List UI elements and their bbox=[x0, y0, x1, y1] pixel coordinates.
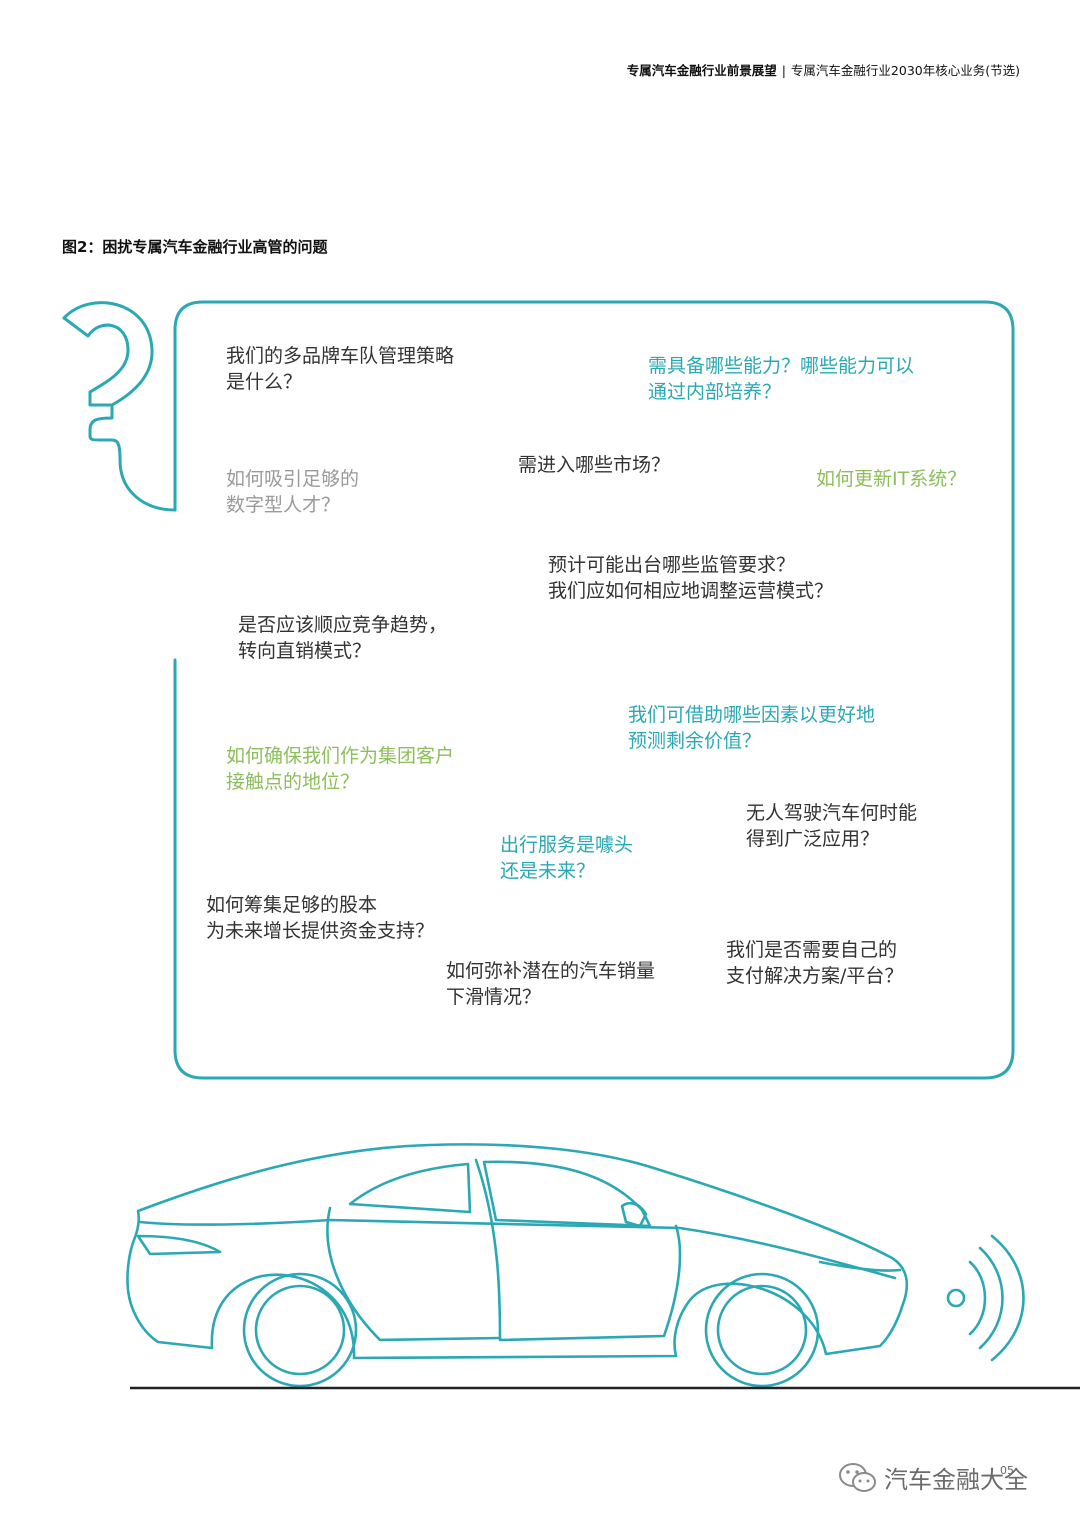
question-line: 如何筹集足够的股本 bbox=[206, 894, 378, 916]
question-line: 无人驾驶汽车何时能 bbox=[746, 802, 918, 824]
question-markets: 需进入哪些市场？ bbox=[518, 452, 670, 478]
question-mark-inner bbox=[62, 316, 130, 407]
wechat-icon bbox=[839, 1462, 876, 1492]
question-line: 如何弥补潜在的汽车销量 bbox=[446, 960, 656, 982]
car-illustration bbox=[126, 1143, 909, 1388]
question-line: 下滑情况？ bbox=[446, 986, 542, 1008]
question-capabilities: 需具备哪些能力？哪些能力可以 通过内部培养？ bbox=[648, 353, 914, 405]
question-line: 数字型人才？ bbox=[226, 494, 341, 516]
car-door-rear bbox=[326, 1206, 502, 1342]
question-multibrand-fleet: 我们的多品牌车队管理策略 是什么？ bbox=[226, 343, 454, 395]
question-line: 需进入哪些市场？ bbox=[518, 454, 671, 476]
watermark-text: 汽车金融大全 bbox=[884, 1466, 1028, 1494]
question-equity-funding: 如何筹集足够的股本 为未来增长提供资金支持？ bbox=[206, 892, 434, 944]
car-rear-wheel bbox=[242, 1272, 358, 1388]
car-taillight bbox=[136, 1234, 222, 1256]
question-mark-outline bbox=[62, 301, 177, 512]
question-residual-value: 我们可借助哪些因素以更好地 预测剩余价值？ bbox=[628, 702, 875, 754]
question-line: 需具备哪些能力？哪些能力可以 bbox=[648, 355, 915, 377]
speech-box-outline bbox=[173, 300, 1015, 1080]
question-line: 我们的多品牌车队管理策略 bbox=[226, 345, 455, 367]
watermark: 汽车金融大全 bbox=[838, 1460, 1028, 1495]
car-door-front bbox=[474, 1158, 682, 1342]
car-front-rim bbox=[716, 1284, 808, 1376]
car-mirror bbox=[620, 1201, 648, 1228]
question-payment-platform: 我们是否需要自己的 支付解决方案/平台？ bbox=[726, 937, 903, 989]
signal-waves-icon bbox=[946, 1234, 1025, 1362]
question-direct-sales: 是否应该顺应竞争趋势， 转向直销模式？ bbox=[238, 612, 447, 664]
question-line: 还是未来？ bbox=[500, 860, 596, 882]
question-line: 通过内部培养？ bbox=[648, 381, 782, 403]
header-separator: | bbox=[781, 63, 786, 78]
question-line: 接触点的地位？ bbox=[226, 771, 360, 793]
car-window-rear bbox=[348, 1162, 472, 1214]
question-line: 如何吸引足够的 bbox=[226, 468, 360, 490]
question-line: 转向直销模式？ bbox=[238, 640, 372, 662]
question-line: 我们应如何相应地调整运营模式？ bbox=[548, 580, 834, 602]
question-sales-decline: 如何弥补潜在的汽车销量 下滑情况？ bbox=[446, 958, 655, 1010]
question-line: 如何更新IT系统？ bbox=[816, 468, 967, 490]
question-customer-touchpoint: 如何确保我们作为集团客户 接触点的地位？ bbox=[226, 743, 454, 795]
header-report-title: 专属汽车金融行业前景展望 bbox=[626, 63, 777, 78]
question-line: 得到广泛应用？ bbox=[746, 828, 880, 850]
question-it-systems: 如何更新IT系统？ bbox=[816, 466, 966, 492]
car-rear-rim bbox=[254, 1284, 346, 1376]
header-section-title: 专属汽车金融行业2030年核心业务(节选) bbox=[790, 63, 1020, 78]
figure-title: 图2：困扰专属汽车金融行业高管的问题 bbox=[62, 238, 328, 256]
question-line: 我们可借助哪些因素以更好地 bbox=[628, 704, 876, 726]
question-line: 预测剩余价值？ bbox=[628, 730, 762, 752]
question-line: 预计可能出台哪些监管要求？ bbox=[548, 554, 796, 576]
question-line: 为未来增长提供资金支持？ bbox=[206, 920, 435, 942]
question-digital-talent: 如何吸引足够的 数字型人才？ bbox=[226, 466, 359, 518]
question-line: 是否应该顺应竞争趋势， bbox=[238, 614, 448, 636]
car-headlight bbox=[818, 1260, 902, 1272]
question-autonomous-driving: 无人驾驶汽车何时能 得到广泛应用？ bbox=[746, 800, 917, 852]
question-line: 我们是否需要自己的 bbox=[726, 939, 898, 961]
car-beltline bbox=[138, 1218, 897, 1280]
question-line: 是什么？ bbox=[226, 371, 303, 393]
question-line: 支付解决方案/平台？ bbox=[726, 965, 904, 987]
page-header: 专属汽车金融行业前景展望 | 专属汽车金融行业2030年核心业务(节选) bbox=[627, 60, 1020, 79]
question-frame bbox=[62, 300, 1015, 1080]
question-mobility-services: 出行服务是噱头 还是未来？ bbox=[500, 832, 633, 884]
question-regulation: 预计可能出台哪些监管要求？ 我们应如何相应地调整运营模式？ bbox=[548, 552, 833, 604]
page-number: 05 bbox=[1000, 1464, 1014, 1477]
question-line: 如何确保我们作为集团客户 bbox=[226, 745, 455, 767]
car-front-wheel bbox=[704, 1272, 820, 1388]
question-line: 出行服务是噱头 bbox=[500, 834, 634, 856]
